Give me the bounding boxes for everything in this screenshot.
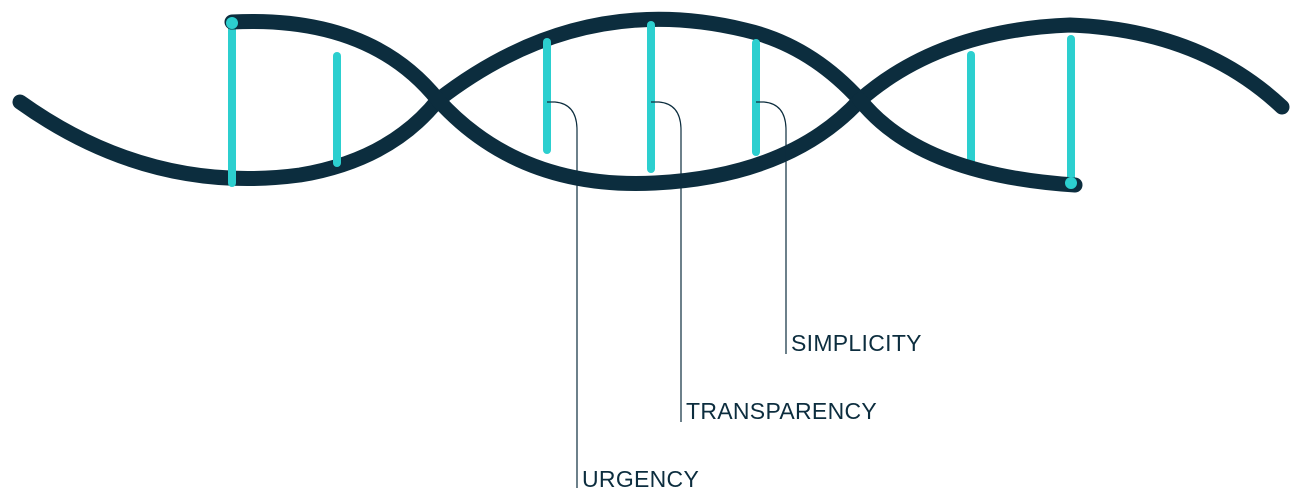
strand-front-layer [224, 13, 1290, 193]
strand-back-layer [12, 11, 868, 187]
helix-strand-segment [430, 11, 868, 108]
transparency-leader-line [651, 101, 682, 422]
callout-leaders [547, 101, 787, 488]
urgency-label: URGENCY [582, 466, 699, 491]
helix-strand-segment [12, 92, 446, 187]
strand-end-cap [226, 17, 238, 29]
helix-strand-segment [224, 13, 868, 191]
strand-end-cap [1065, 177, 1077, 189]
simplicity-label: SIMPLICITY [791, 330, 922, 356]
transparency-label: TRANSPARENCY [686, 398, 877, 424]
helix-strand-segment [852, 17, 1290, 115]
base-pair-rungs [228, 20, 1075, 187]
helix-strand-segment [852, 92, 1083, 193]
simplicity-leader-line [756, 101, 787, 354]
urgency-leader-line [547, 101, 578, 488]
